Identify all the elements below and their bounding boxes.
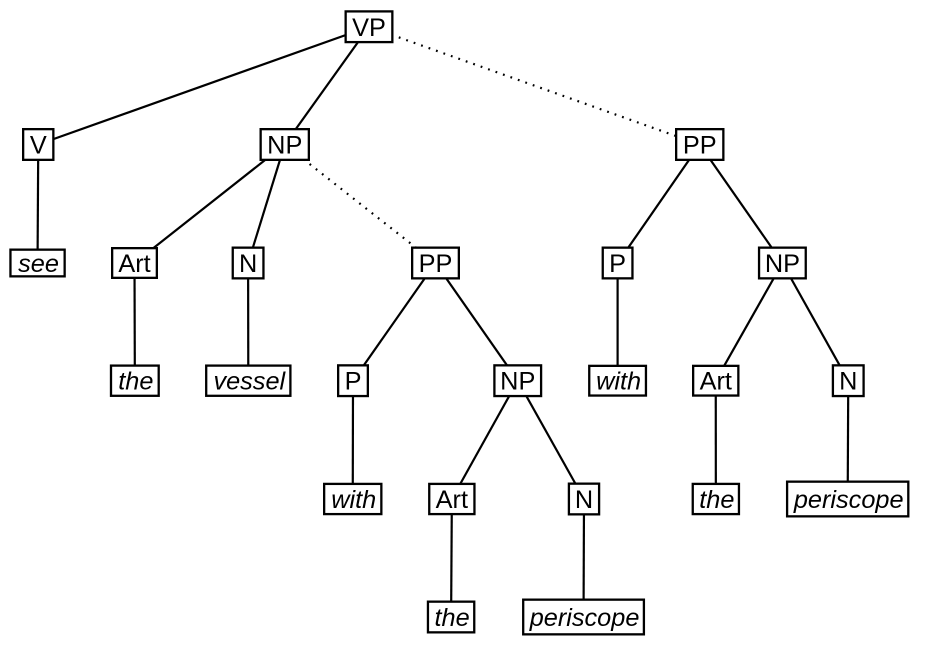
svg-text:periscope: periscope	[793, 486, 904, 514]
svg-text:the: the	[118, 368, 153, 396]
svg-text:Art: Art	[118, 250, 150, 278]
svg-text:with: with	[331, 486, 376, 514]
svg-text:P: P	[345, 368, 362, 396]
svg-text:VP: VP	[352, 14, 386, 42]
svg-text:the: the	[699, 486, 734, 514]
svg-text:PP: PP	[419, 250, 453, 278]
svg-text:Art: Art	[700, 368, 732, 396]
svg-text:the: the	[435, 604, 470, 632]
svg-text:vessel: vessel	[213, 368, 286, 396]
svg-text:periscope: periscope	[529, 604, 640, 632]
svg-text:see: see	[18, 250, 59, 278]
svg-text:NP: NP	[765, 250, 800, 278]
svg-text:N: N	[839, 368, 857, 396]
svg-text:Art: Art	[436, 486, 468, 514]
svg-text:P: P	[609, 250, 626, 278]
svg-text:NP: NP	[500, 368, 535, 396]
svg-text:V: V	[30, 132, 47, 160]
svg-text:N: N	[575, 486, 593, 514]
svg-text:PP: PP	[683, 132, 717, 160]
svg-text:with: with	[596, 368, 641, 396]
svg-text:NP: NP	[267, 132, 302, 160]
svg-text:N: N	[239, 250, 257, 278]
